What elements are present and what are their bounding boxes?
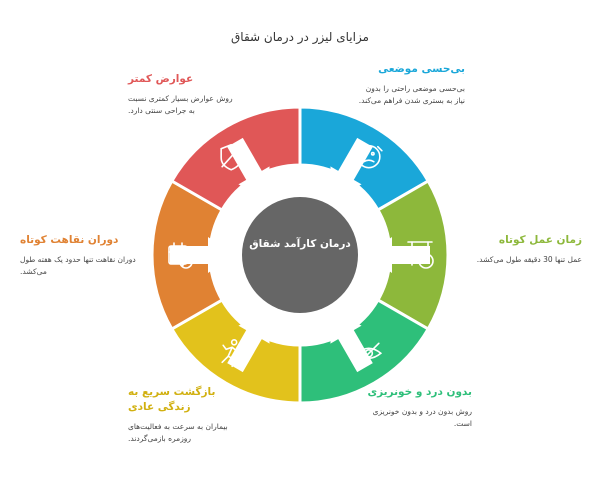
item-heading: زمان عمل کوتاه xyxy=(498,234,582,246)
inward-arrow xyxy=(330,137,373,198)
item-heading: عوارض کمتر xyxy=(128,73,194,85)
calendar-cancel-icon xyxy=(168,242,193,269)
item-description: بیماران به سرعت به فعالیت‌های روزمره باز… xyxy=(128,422,228,443)
center-circle xyxy=(242,197,358,313)
label-block-0: بی‌حسی موضعی بی‌حسی موضعی راحتی را بدون … xyxy=(355,62,465,107)
item-heading: بدون درد و خونریزی xyxy=(367,386,472,398)
item-description: بی‌حسی موضعی راحتی را بدون نیاز به بستری… xyxy=(358,84,465,105)
label-block-2: بدون درد و خونریزی روش بدون درد و بدون خ… xyxy=(362,385,472,430)
diagram-title: مزایای لیزر در درمان شقاق xyxy=(231,30,369,44)
item-description: روش عوارض بسیار کمتری نسبت به جراحی سنتی… xyxy=(128,94,233,115)
face-icon xyxy=(355,144,383,169)
inward-arrow xyxy=(227,137,270,198)
item-heading: دوران نقاهت کوتاه xyxy=(20,234,119,246)
item-description: روش بدون درد و بدون خونریزی است. xyxy=(372,407,472,428)
timer-icon xyxy=(407,241,434,269)
eye-slash-icon xyxy=(355,342,383,365)
inward-arrow xyxy=(366,237,430,273)
item-heading: بی‌حسی موضعی xyxy=(378,63,465,75)
item-heading: بازگشت سریع به زندگی عادی xyxy=(128,386,216,413)
inward-arrow xyxy=(227,312,270,373)
shield-slash-icon xyxy=(220,143,242,171)
item-description: دوران نقاهت تنها حدود یک هفته طول می‌کشد… xyxy=(20,255,136,276)
center-label: درمان کارآمد شقاق xyxy=(249,238,351,250)
item-description: عمل تنها 30 دقیقه طول می‌کشد. xyxy=(476,255,582,264)
running-person-icon xyxy=(221,338,243,368)
label-block-1: زمان عمل کوتاه عمل تنها 30 دقیقه طول می‌… xyxy=(462,233,582,266)
label-block-5: عوارض کمتر روش عوارض بسیار کمتری نسبت به… xyxy=(128,72,238,117)
label-block-4: دوران نقاهت کوتاه دوران نقاهت تنها حدود … xyxy=(20,233,138,278)
label-block-3: بازگشت سریع به زندگی عادی بیماران به سرع… xyxy=(128,385,238,445)
